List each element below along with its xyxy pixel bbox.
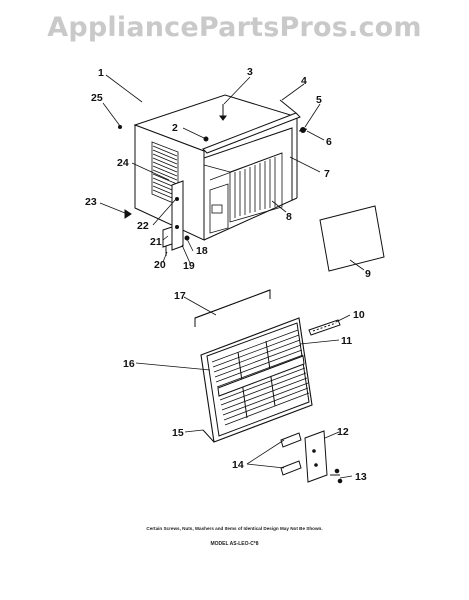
callout-20: 20 <box>154 259 166 271</box>
callout-2: 2 <box>172 122 178 134</box>
control-cover-plate <box>304 430 328 483</box>
callout-10: 10 <box>353 309 365 321</box>
callout-15: 15 <box>172 427 184 439</box>
callout-1: 1 <box>98 67 104 79</box>
side-bracket-assembly <box>124 180 190 256</box>
callout-14: 14 <box>232 459 244 471</box>
callout-23: 23 <box>85 196 97 208</box>
callout-24: 24 <box>117 157 129 169</box>
callout-25: 25 <box>91 92 103 104</box>
callout-9: 9 <box>365 268 371 280</box>
hardware-screws <box>118 104 308 142</box>
callout-18: 18 <box>196 245 208 257</box>
panel-screws <box>330 468 343 484</box>
callout-22: 22 <box>137 220 149 232</box>
callout-13: 13 <box>355 471 367 483</box>
top-rail <box>202 99 301 154</box>
panel-top-strip <box>194 289 271 327</box>
callout-8: 8 <box>286 211 292 223</box>
callout-5: 5 <box>316 94 322 106</box>
callout-17: 17 <box>174 290 186 302</box>
watermark: AppliancePartsPros.com <box>47 12 422 43</box>
callout-21: 21 <box>150 236 162 248</box>
callout-4: 4 <box>301 75 307 87</box>
air-filter <box>319 205 385 272</box>
front-grille-panel <box>200 317 313 443</box>
callout-7: 7 <box>324 168 330 180</box>
callout-6: 6 <box>326 136 332 148</box>
leader-lines <box>99 74 365 479</box>
filter-strip <box>308 319 341 336</box>
model-label: MODEL AS-LEO-C*8 <box>210 541 259 547</box>
footer-note: Certain Screws, Nuts, Washers and Items … <box>146 526 323 531</box>
cabinet-interior <box>203 152 283 234</box>
callout-11: 11 <box>341 335 352 347</box>
callout-12: 12 <box>337 426 349 438</box>
callout-19: 19 <box>183 260 195 272</box>
control-knobs <box>280 432 302 476</box>
callout-3: 3 <box>247 66 253 78</box>
callout-16: 16 <box>123 358 135 370</box>
callout-labels: 1 2 3 4 5 6 7 8 9 10 11 12 13 14 15 16 1… <box>85 66 371 483</box>
